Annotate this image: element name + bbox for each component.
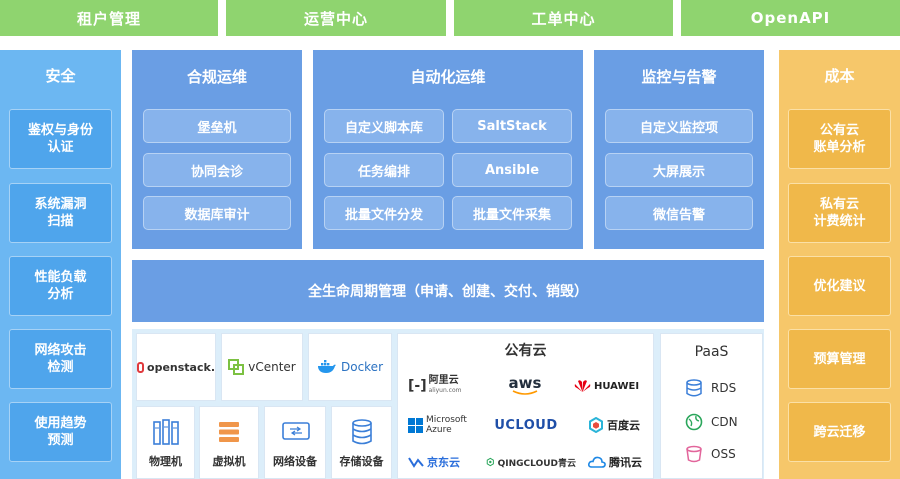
cost-item-budget[interactable]: 预算管理 xyxy=(788,329,891,389)
hw-virtual-label: 虚拟机 xyxy=(212,455,246,468)
compliance-panel: 合规运维 堡垒机 协同会诊 数据库审计 xyxy=(132,50,302,249)
cost-item-private-billing[interactable]: 私有云计费统计 xyxy=(788,183,891,243)
automation-panel: 自动化运维 自定义脚本库 SaltStack 任务编排 Ansible 批量文件… xyxy=(313,50,583,249)
cost-column: 成本 公有云账单分析 私有云计费统计 优化建议 预算管理 跨云迁移 xyxy=(779,50,900,479)
security-title: 安全 xyxy=(45,66,76,85)
automation-item-file-collect[interactable]: 批量文件采集 xyxy=(452,196,572,230)
automation-item-orchestration[interactable]: 任务编排 xyxy=(324,153,444,187)
tab-ticket-center[interactable]: 工单中心 xyxy=(454,0,673,36)
openstack-cell[interactable]: openstack. xyxy=(136,333,216,401)
monitoring-item-custom[interactable]: 自定义监控项 xyxy=(605,109,753,143)
aws-logo[interactable]: aws xyxy=(500,372,550,398)
jd-cloud-logo[interactable]: 京东云 xyxy=(408,452,478,472)
azure-logo[interactable]: Microsoft Azure xyxy=(408,414,483,436)
paas-cell: PaaS RDS CDN OSS xyxy=(660,333,763,479)
public-cloud-cell: 公有云 [-] 阿里云 aliyun.com aws HUAWEI Micros… xyxy=(397,333,654,479)
security-item-auth[interactable]: 鉴权与身份认证 xyxy=(9,109,112,169)
hw-physical-machine[interactable]: 物理机 xyxy=(136,406,195,479)
vcenter-icon xyxy=(228,359,245,375)
paas-title: PaaS xyxy=(694,344,729,360)
paas-item-cdn[interactable]: CDN xyxy=(685,412,738,432)
paas-item-rds[interactable]: RDS xyxy=(685,378,736,398)
qingcloud-logo[interactable]: QINGCLOUD青云 xyxy=(486,452,576,472)
qingcloud-icon xyxy=(486,457,494,467)
aliyun-logo[interactable]: [-] 阿里云 aliyun.com xyxy=(408,375,462,395)
automation-item-script-lib[interactable]: 自定义脚本库 xyxy=(324,109,444,143)
compliance-item-bastion[interactable]: 堡垒机 xyxy=(143,109,291,143)
monitoring-item-wechat-alert[interactable]: 微信告警 xyxy=(605,196,753,230)
aws-smile-icon xyxy=(512,389,538,395)
tab-operations-center[interactable]: 运营中心 xyxy=(226,0,446,36)
rds-database-icon xyxy=(686,379,702,397)
vcenter-cell[interactable]: vCenter xyxy=(221,333,303,401)
monitoring-item-bigscreen[interactable]: 大屏展示 xyxy=(605,153,753,187)
cdn-globe-icon xyxy=(685,413,703,431)
security-item-attack-detect[interactable]: 网络攻击检测 xyxy=(9,329,112,389)
vcenter-label: vCenter xyxy=(248,360,296,374)
hw-storage-label: 存储设备 xyxy=(339,455,384,468)
hw-storage-device[interactable]: 存储设备 xyxy=(331,406,392,479)
docker-cell[interactable]: Docker xyxy=(308,333,392,401)
compliance-item-db-audit[interactable]: 数据库审计 xyxy=(143,196,291,230)
monitoring-panel: 监控与告警 自定义监控项 大屏展示 微信告警 xyxy=(594,50,764,249)
automation-item-saltstack[interactable]: SaltStack xyxy=(452,109,572,143)
paas-item-oss[interactable]: OSS xyxy=(685,444,736,464)
monitoring-title: 监控与告警 xyxy=(641,67,717,86)
server-rack-icon xyxy=(153,419,179,445)
cost-title: 成本 xyxy=(824,66,855,85)
database-storage-icon xyxy=(352,419,372,445)
huawei-logo[interactable]: HUAWEI xyxy=(574,376,649,396)
hw-network-label: 网络设备 xyxy=(273,455,317,468)
tencent-cloud-logo[interactable]: 腾讯云 xyxy=(588,452,650,472)
hw-virtual-machine[interactable]: 虚拟机 xyxy=(199,406,259,479)
oss-bucket-icon xyxy=(686,445,702,463)
lifecycle-bar[interactable]: 全生命周期管理（申请、创建、交付、销毁） xyxy=(132,260,764,322)
automation-item-ansible[interactable]: Ansible xyxy=(452,153,572,187)
automation-item-file-distribute[interactable]: 批量文件分发 xyxy=(324,196,444,230)
automation-title: 自动化运维 xyxy=(410,67,486,86)
ucloud-logo[interactable]: UCLOUD xyxy=(494,417,558,433)
tencent-cloud-icon xyxy=(588,456,606,468)
security-item-vuln-scan[interactable]: 系统漏洞扫描 xyxy=(9,183,112,243)
hw-physical-label: 物理机 xyxy=(149,455,182,468)
security-item-trend-predict[interactable]: 使用趋势预测 xyxy=(9,402,112,462)
docker-whale-icon xyxy=(317,360,336,373)
security-item-load-analysis[interactable]: 性能负载分析 xyxy=(9,256,112,316)
docker-label: Docker xyxy=(340,360,384,374)
aliyun-icon: [-] xyxy=(408,378,427,394)
huawei-flower-icon xyxy=(574,380,591,392)
tab-tenant-management[interactable]: 租户管理 xyxy=(0,0,218,36)
cost-item-migration[interactable]: 跨云迁移 xyxy=(788,402,891,462)
openstack-label: openstack. xyxy=(147,360,215,374)
microsoft-windows-icon xyxy=(408,417,423,433)
cost-item-optimization[interactable]: 优化建议 xyxy=(788,256,891,316)
public-cloud-title: 公有云 xyxy=(504,343,547,359)
openstack-icon xyxy=(137,361,145,373)
compliance-item-collab[interactable]: 协同会诊 xyxy=(143,153,291,187)
vm-stack-icon xyxy=(219,422,239,442)
network-switch-icon xyxy=(282,422,310,440)
baidu-cloud-icon xyxy=(589,417,603,433)
security-column: 安全 鉴权与身份认证 系统漏洞扫描 性能负载分析 网络攻击检测 使用趋势预测 xyxy=(0,50,121,479)
jd-cloud-icon xyxy=(408,457,424,468)
tab-openapi[interactable]: OpenAPI xyxy=(681,0,900,36)
compliance-title: 合规运维 xyxy=(186,67,247,86)
cost-item-public-bill[interactable]: 公有云账单分析 xyxy=(788,109,891,169)
hw-network-device[interactable]: 网络设备 xyxy=(264,406,326,479)
baidu-cloud-logo[interactable]: 百度云 xyxy=(588,414,650,436)
